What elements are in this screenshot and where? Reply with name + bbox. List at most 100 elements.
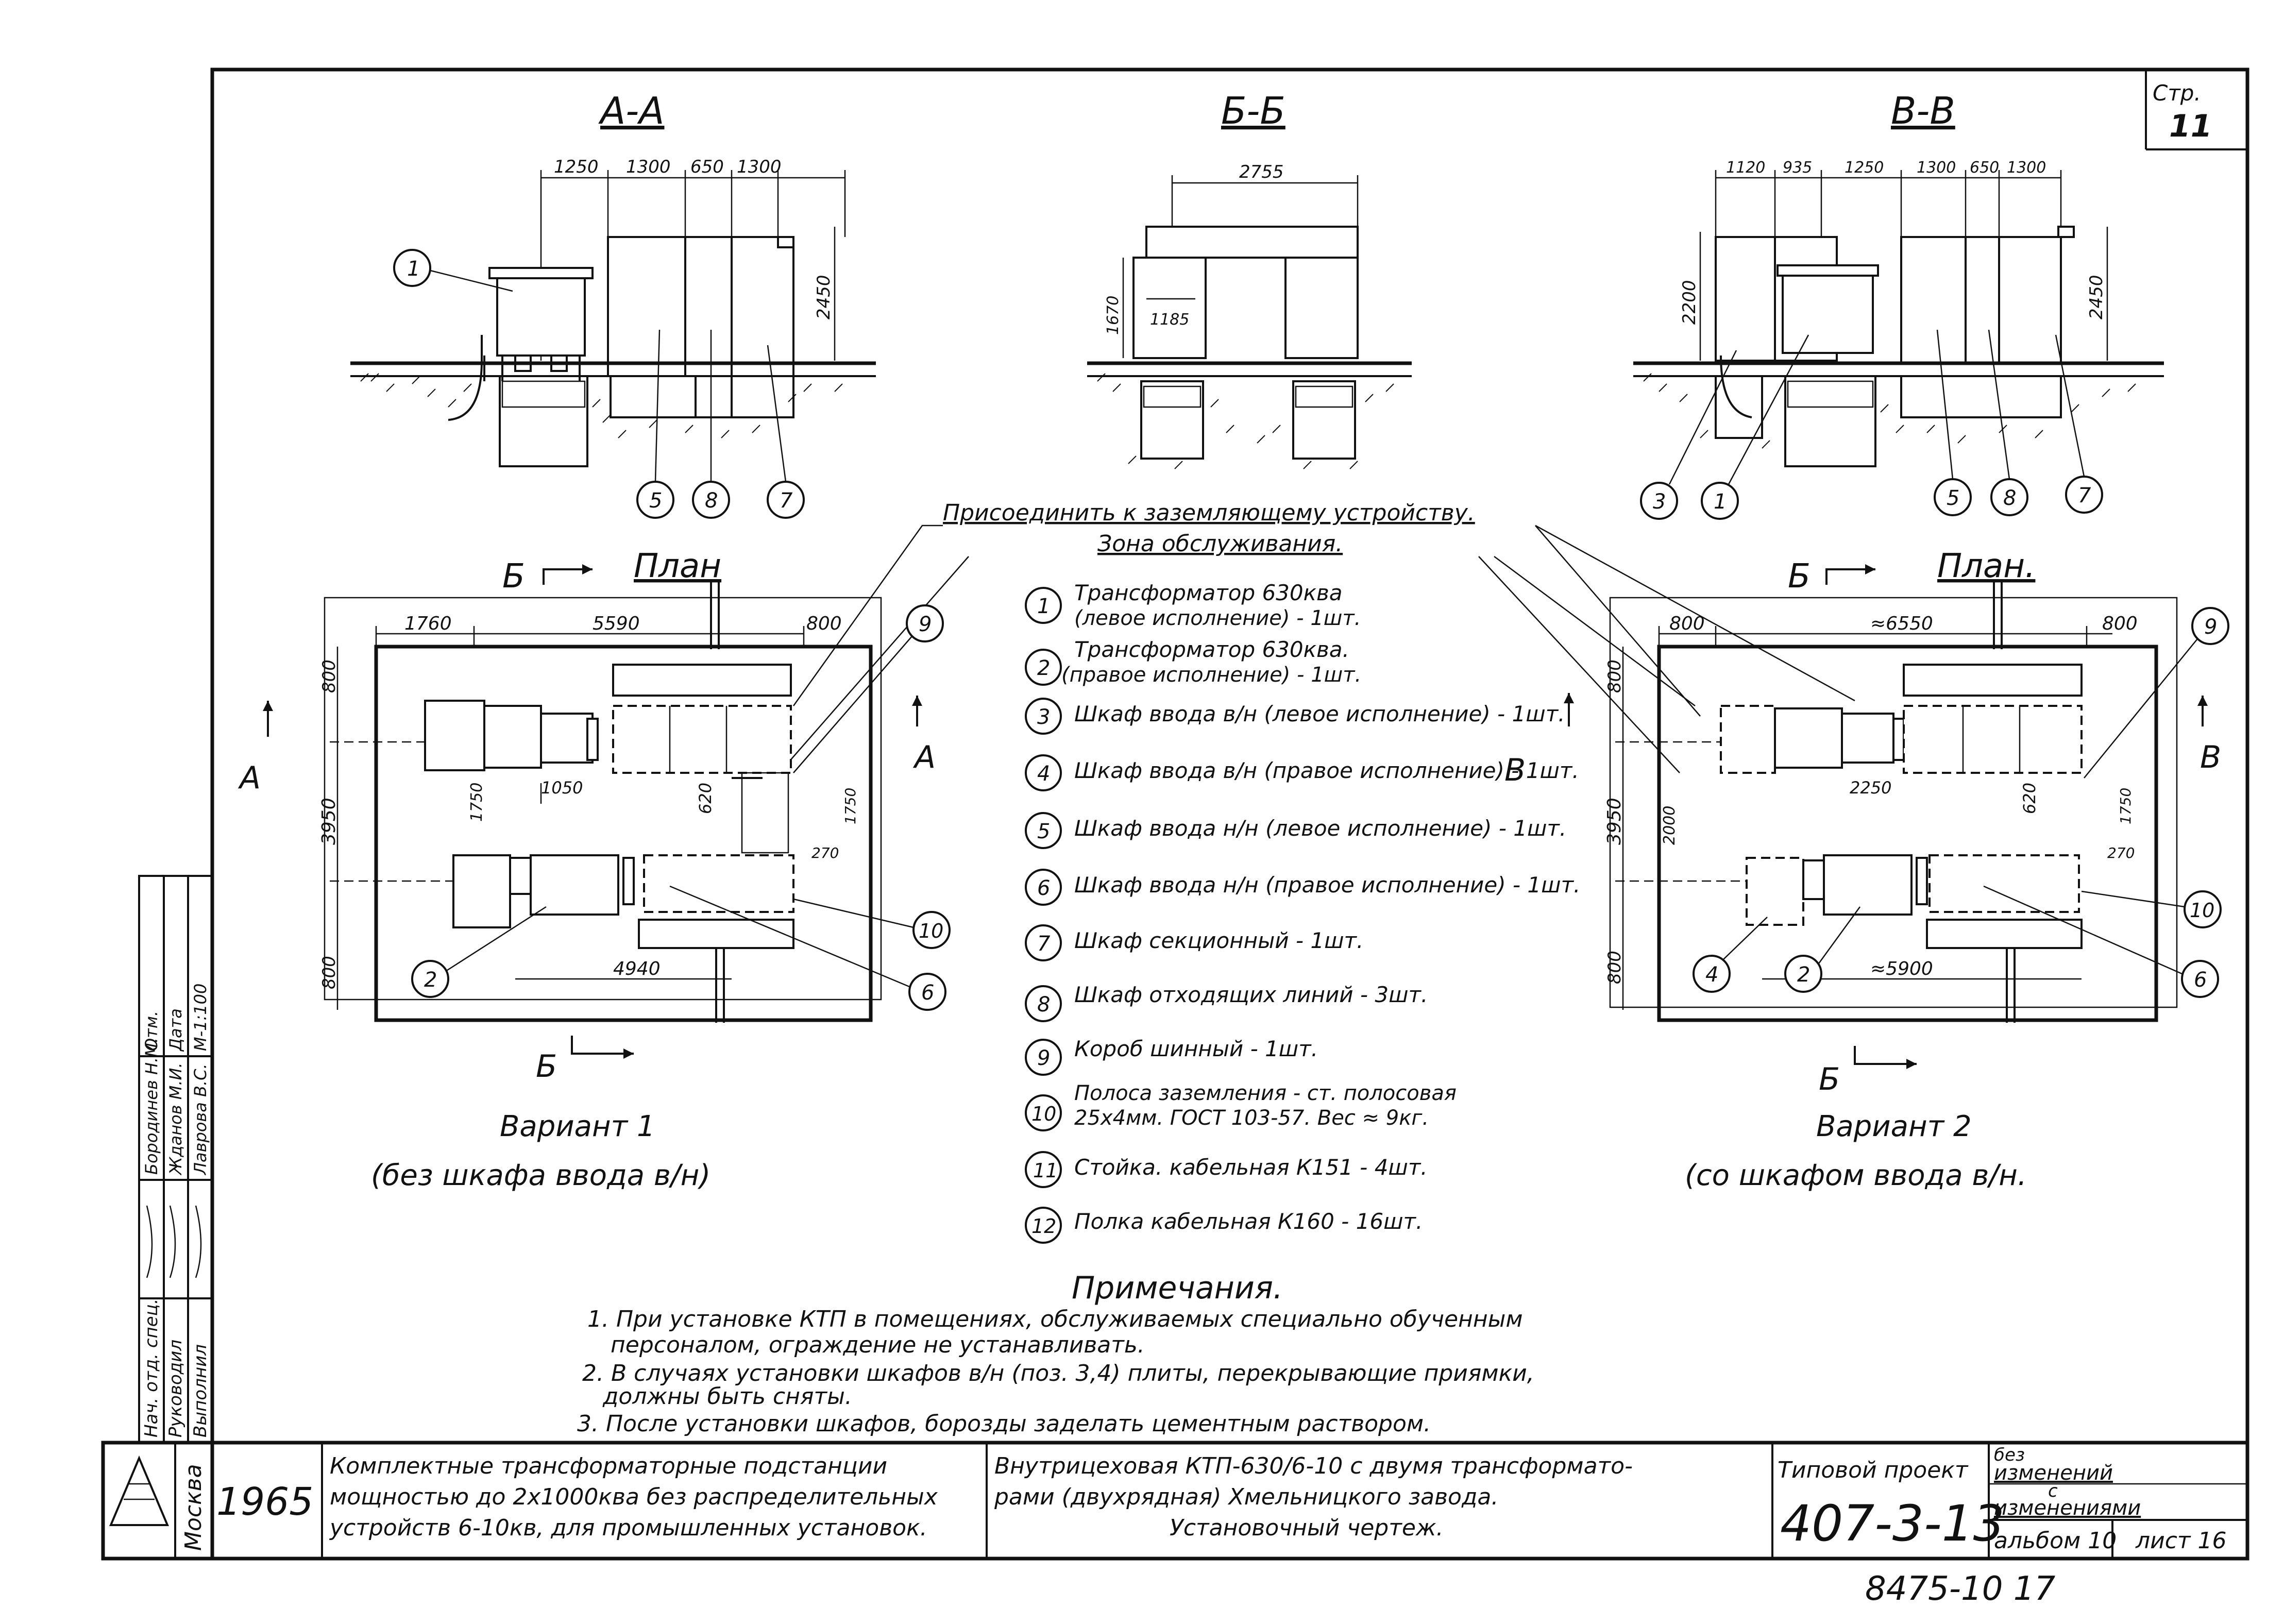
pr-callout-10: 10: [2190, 899, 2214, 922]
signature-extra: М-1:100: [191, 984, 210, 1051]
aa-dim-1300b: 1300: [737, 157, 782, 177]
pl-dim-800-top: 800: [319, 659, 340, 693]
section-aa-hatching: [360, 373, 843, 438]
plan-right-cut-b-bottom: Б: [1819, 1061, 1840, 1097]
plan-left-cut-b-bottom: Б: [536, 1048, 557, 1085]
title-change-4: изменениями: [1994, 1496, 2141, 1520]
page-number: 11: [2169, 108, 2212, 144]
pr-callout-4: 4: [1705, 963, 1718, 987]
section-bb-hatching: [1097, 373, 1394, 469]
bb-dim-top: 2755: [1239, 162, 1284, 182]
footer-code: 8475-10 17: [1865, 1570, 2055, 1608]
pl-dim-270: 270: [811, 844, 839, 861]
pl-dim-1760: 1760: [404, 613, 452, 634]
title-project-code: 407-3-13: [1780, 1495, 2005, 1552]
aa-dim-1300a: 1300: [626, 157, 671, 177]
legend-item-number: 4: [1037, 762, 1050, 786]
pl-callout-10: 10: [919, 920, 943, 942]
vv-dim-1300a: 1300: [1917, 159, 1956, 177]
pl-dim-1750-right: 1750: [842, 788, 859, 824]
title-sheet: лист 16: [2135, 1528, 2227, 1554]
legend-item-text-2: (правое исполнение) - 1шт.: [1061, 663, 1361, 687]
pr-dim-620: 620: [2020, 783, 2039, 814]
legend-item-number: 7: [1037, 932, 1051, 956]
vv-dim-1250: 1250: [1845, 159, 1884, 177]
signature-role: Выполнил: [190, 1344, 211, 1437]
legend-item: 12 Полка кабельная К160 - 16шт.: [1025, 1207, 1423, 1244]
legend-item: 9 Короб шинный - 1шт.: [1025, 1036, 1318, 1076]
legend-item-number: 1: [1037, 595, 1050, 618]
pl-dim-1050: 1050: [541, 778, 583, 798]
section-bb-title: Б-Б: [1221, 89, 1285, 132]
vv-dim-935: 935: [1783, 159, 1812, 177]
vv-callout-1: 1: [1714, 490, 1727, 514]
pr-dim-6550: ≈6550: [1870, 613, 1933, 634]
legend-item-text: Трансформатор 630ква.: [1074, 637, 1349, 662]
pr-dim-1750: 1750: [2117, 788, 2134, 824]
plan-left-variant: Вариант 1: [500, 1110, 655, 1143]
service-zone: Зона обслуживания.: [1097, 531, 1343, 557]
vv-height-right: 2450: [2086, 275, 2107, 319]
legend-item-text: Шкаф ввода н/н (левое исполнение) - 1шт.: [1074, 816, 1566, 841]
title-drawing: Внутрицеховая КТП-630/6-10 с двумя транс…: [994, 1453, 1633, 1479]
plan-left: Б План 1760 5590 800 800 3950 800 1050 1…: [238, 547, 936, 1085]
pl-dim-800: 800: [806, 613, 842, 634]
legend-item-text: Шкаф секционный - 1шт.: [1074, 928, 1363, 953]
pr-callout-2: 2: [1797, 963, 1810, 987]
bb-height: 1670: [1104, 296, 1122, 335]
signature-name: Лаврова В.С.: [191, 1063, 210, 1175]
legend-item-number: 10: [1031, 1103, 1056, 1125]
title-city: Москва: [180, 1464, 207, 1551]
pl-callout-9: 9: [919, 613, 932, 636]
pl-dim-4940: 4940: [613, 958, 661, 979]
legend-item-number: 11: [1033, 1159, 1058, 1182]
pr-dim-2000: 2000: [1661, 806, 1679, 845]
legend-item: 11 Стойка. кабельная К151 - 4шт.: [1025, 1151, 1428, 1188]
signature-strip: Нач. отд. спец. Руководил Выполнил Бород…: [138, 875, 213, 1444]
legend-item: 10 Полоса заземления - ст. полосовая 25х…: [1025, 1081, 1457, 1131]
legend-item-text: Шкаф ввода в/н (правое исполнение) - 1шт…: [1074, 758, 1579, 783]
vv-dim-1120: 1120: [1726, 159, 1765, 177]
pr-dim-800-bottom: 800: [1604, 951, 1625, 984]
legend: 1 Трансформатор 630ква (левое исполнение…: [1025, 580, 1580, 1244]
signature-role: Нач. отд. спец.: [141, 1298, 162, 1437]
vv-dim-1300b: 1300: [2007, 159, 2046, 177]
signature-name: Жданов М.И.: [166, 1062, 185, 1176]
ground-note: Присоединить к заземляющему устройству.: [943, 500, 1475, 526]
pl-dim-5590: 5590: [593, 613, 640, 634]
pr-callout-9: 9: [2204, 615, 2217, 639]
pl-callout-2: 2: [424, 968, 437, 992]
legend-item: 4 Шкаф ввода в/н (правое исполнение) - 1…: [1025, 754, 1579, 791]
plan-left-cut-a-left: А: [238, 760, 261, 796]
legend-item-text: Шкаф отходящих линий - 3шт.: [1074, 982, 1428, 1007]
section-bb: Б-Б 2755 1185 1670: [1087, 89, 1412, 460]
plan-right-callouts: 9 10 4 2 6: [1693, 607, 2229, 998]
legend-item-number: 3: [1037, 705, 1050, 729]
title-change-2: изменений: [1994, 1461, 2113, 1485]
bb-dim-inner: 1185: [1150, 311, 1189, 329]
plan-left-cut-a-right: А: [912, 739, 936, 775]
signature-name: Бородинев Н.М.: [142, 1038, 161, 1175]
pr-dim-800a: 800: [1669, 613, 1705, 634]
notes-title: Примечания.: [1072, 1270, 1283, 1306]
legend-item: 6 Шкаф ввода н/н (правое исполнение) - 1…: [1025, 869, 1580, 906]
legend-item: 5 Шкаф ввода н/н (левое исполнение) - 1ш…: [1025, 812, 1566, 849]
vv-callout-7: 7: [2078, 484, 2091, 508]
note-line: должны быть сняты.: [602, 1383, 852, 1410]
plan-right-cut-b-top: Б: [1788, 557, 1811, 596]
pl-dim-800-bottom: 800: [319, 956, 340, 989]
note-line: 2. В случаях установки шкафов в/н (поз. …: [582, 1360, 1534, 1386]
vv-height-left: 2200: [1679, 280, 1700, 325]
pr-dim-5900: ≈5900: [1870, 958, 1933, 979]
legend-item-text-2: 25х4мм. ГОСТ 103-57. Вес ≈ 9кг.: [1074, 1106, 1429, 1130]
section-vv-callouts: 3 1 5 8 7: [1640, 329, 2103, 520]
aa-height: 2450: [814, 275, 834, 319]
pl-dim-3950: 3950: [318, 798, 340, 845]
pr-dim-2250: 2250: [1850, 778, 1891, 798]
signature-extra: Дата: [166, 1008, 185, 1052]
legend-item-number: 6: [1037, 876, 1050, 900]
plan-right-title: План.: [1937, 547, 2035, 585]
legend-item: 2 Трансформатор 630ква. (правое исполнен…: [1025, 637, 1361, 687]
title-change-1: без: [1994, 1445, 2025, 1465]
plan-right-cut-v-right: В: [2200, 739, 2221, 775]
